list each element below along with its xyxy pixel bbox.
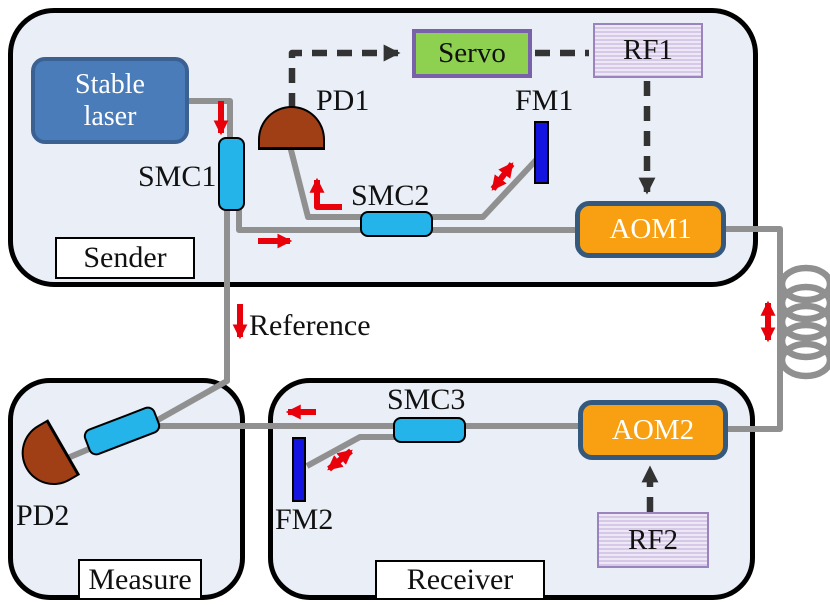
beam-reference-line <box>154 208 230 424</box>
rf2-box: RF2 <box>597 512 709 568</box>
fm1-faraday-mirror <box>534 121 549 184</box>
fiber-coil-loop <box>778 283 830 323</box>
smc2-label: SMC2 <box>351 179 430 212</box>
beam-laser-to-smc1 <box>188 98 233 139</box>
control-pd1-to-servo <box>288 44 401 108</box>
beam-smc1-to-aom1 <box>236 207 582 233</box>
smc1-coupler <box>218 137 245 211</box>
rf1-box: RF1 <box>593 23 703 78</box>
servo-box: Servo <box>412 29 532 78</box>
fm1-label: FM1 <box>515 84 574 117</box>
pd2-label: PD2 <box>16 499 70 532</box>
aom1-box: AOM1 <box>575 201 726 258</box>
smc3-coupler <box>393 417 466 443</box>
fiber-coil-loop <box>778 302 830 342</box>
beam-smc3-to-fm2 <box>305 434 395 469</box>
smc2-coupler <box>360 211 433 237</box>
smc1-label: SMC1 <box>138 160 217 193</box>
measure-plate: Measure <box>78 559 202 600</box>
arrow-double-fm2-icon <box>327 448 353 472</box>
fiber-coil-loop <box>778 340 830 380</box>
receiver-plate: Receiver <box>375 560 545 600</box>
aom2-box: AOM2 <box>578 400 728 460</box>
stable-laser-box: Stable laser <box>31 57 189 144</box>
sender-plate: Sender <box>55 237 195 279</box>
fiber-coil-loop <box>778 321 830 361</box>
fiber-coil-loop <box>778 264 830 304</box>
pd1-label: PD1 <box>316 84 370 117</box>
fiber-aom1-to-aom2 <box>724 226 783 432</box>
pd1-photodetector <box>258 106 325 150</box>
smc3-label: SMC3 <box>387 383 466 416</box>
reference-label: Reference <box>249 309 371 342</box>
fm2-faraday-mirror <box>292 437 306 502</box>
arrow-up-pd1-icon <box>309 177 342 210</box>
fm2-label: FM2 <box>275 503 334 536</box>
arrow-double-fm1-icon <box>490 162 515 191</box>
